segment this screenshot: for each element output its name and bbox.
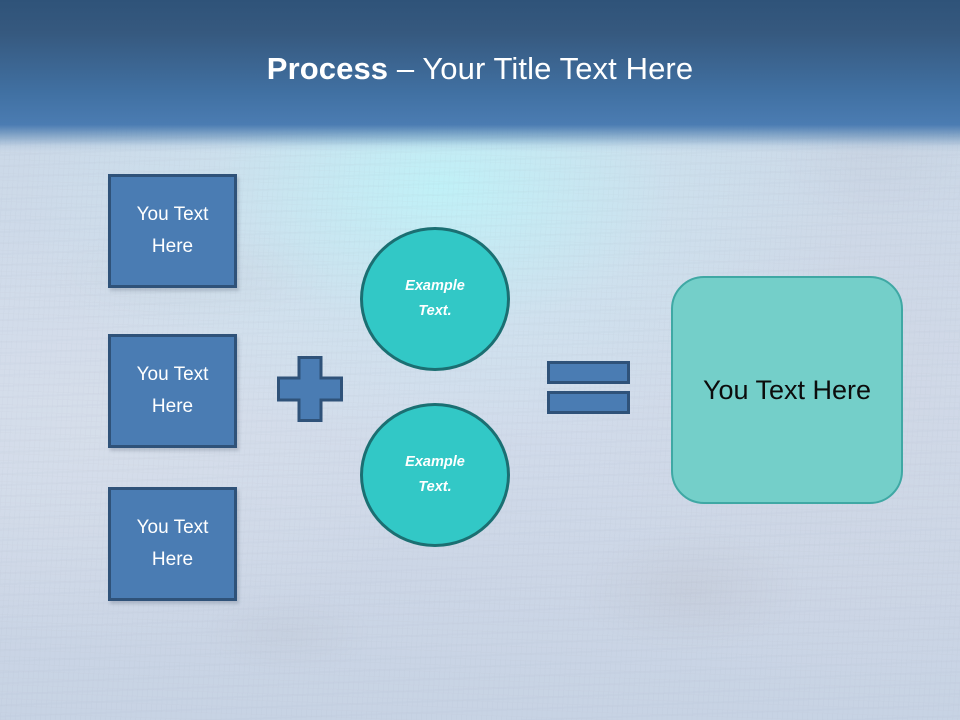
input-box-3-label: You Text Here [137, 512, 209, 576]
page-title-strong: Process [266, 51, 389, 86]
example-circle-2-label: Example Text. [405, 450, 465, 500]
input-box-1-line1: You Text [136, 204, 209, 225]
page-title-light: Your Title Text Here [422, 51, 694, 86]
page-title-separator: – [388, 51, 423, 86]
example-circle-2[interactable]: Example Text. [360, 403, 510, 547]
example-circle-2-line1: Example [405, 454, 465, 470]
input-box-3[interactable]: You Text Here [108, 487, 237, 601]
result-box-label: You Text Here [702, 375, 872, 405]
result-box[interactable]: You Text Here [671, 276, 903, 504]
equals-icon [547, 361, 630, 416]
example-circle-2-line2: Text. [418, 479, 452, 495]
page-title: Process – Your Title Text Here [0, 50, 960, 88]
equals-icon-bar-bottom [547, 391, 630, 414]
input-box-2-line1: You Text [136, 364, 209, 385]
example-circle-1-label: Example Text. [405, 274, 465, 324]
input-box-3-line2: Here [151, 549, 194, 570]
input-box-1-line2: Here [151, 236, 194, 257]
input-box-2-line2: Here [151, 396, 194, 417]
plus-icon [277, 356, 343, 422]
input-box-2[interactable]: You Text Here [108, 334, 237, 448]
example-circle-1-line1: Example [405, 278, 465, 294]
input-box-3-line1: You Text [136, 517, 209, 538]
input-box-1-label: You Text Here [137, 199, 209, 263]
title-banner [0, 0, 960, 152]
input-box-2-label: You Text Here [137, 359, 209, 423]
equals-icon-bar-top [547, 361, 630, 384]
example-circle-1[interactable]: Example Text. [360, 227, 510, 371]
example-circle-1-line2: Text. [418, 303, 452, 319]
input-box-1[interactable]: You Text Here [108, 174, 237, 288]
